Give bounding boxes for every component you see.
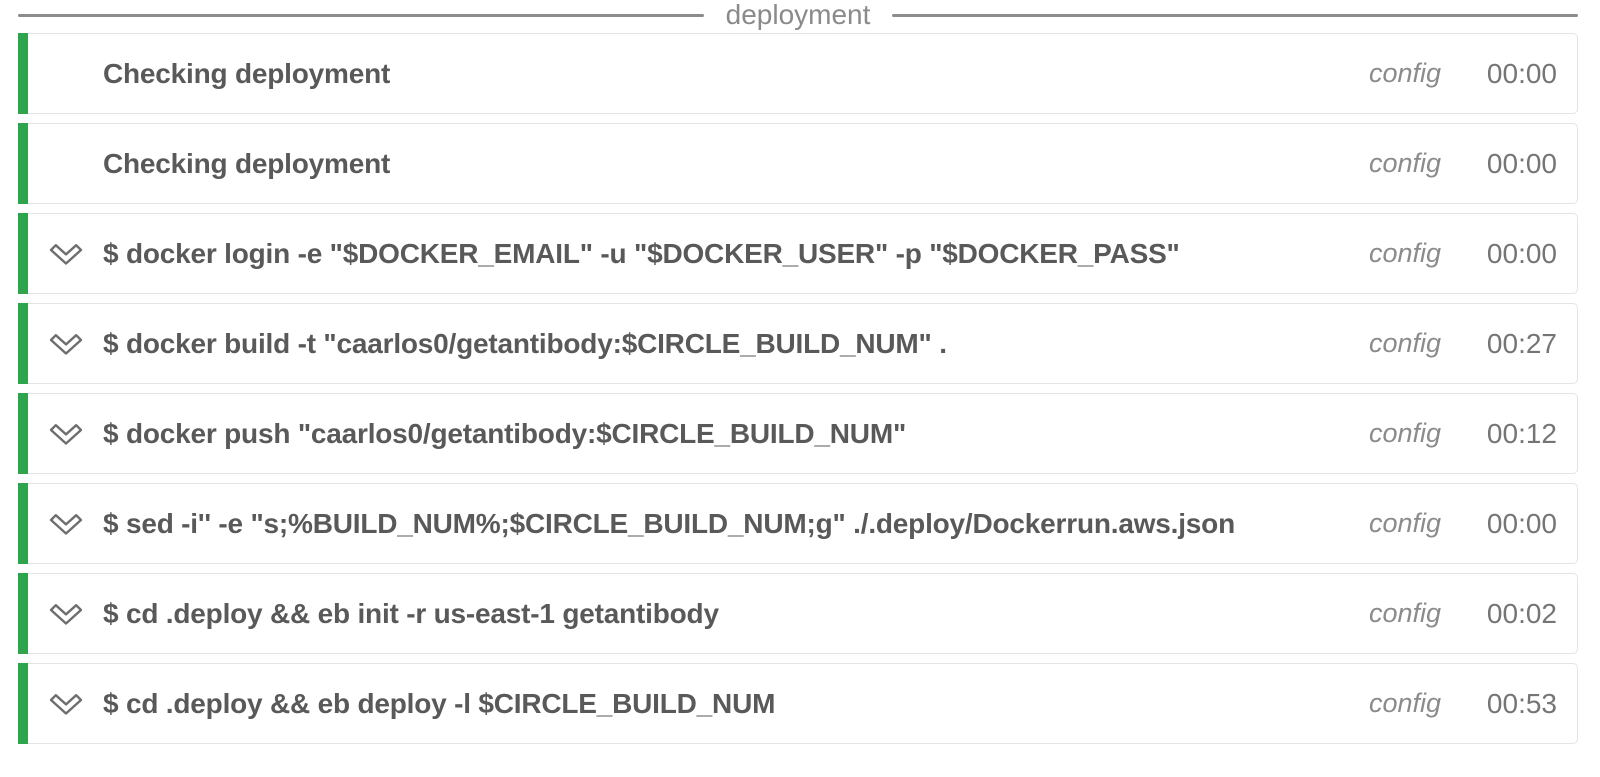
step-source-label: config xyxy=(1368,508,1441,538)
chevron-double-down-icon[interactable] xyxy=(48,240,84,268)
step-command: $ cd .deploy && eb init -r us-east-1 get… xyxy=(103,597,719,629)
step-list: Checking deployment config 00:00 Checkin… xyxy=(18,33,1578,744)
step-card: Checking deployment config 00:00 xyxy=(28,123,1578,204)
step-command: Checking deployment xyxy=(103,147,391,179)
step-row: $ docker build -t "caarlos0/getantibody:… xyxy=(18,303,1578,384)
step-source-label: config xyxy=(1368,238,1441,268)
step-source-label: config xyxy=(1368,328,1441,358)
step-source-label: config xyxy=(1368,58,1441,88)
step-card: Checking deployment config 00:00 xyxy=(28,33,1578,114)
step-command: $ docker login -e "$DOCKER_EMAIL" -u "$D… xyxy=(103,237,1180,269)
header-rule-left xyxy=(18,13,704,17)
step-duration: 00:00 xyxy=(1486,147,1557,179)
step-status-bar xyxy=(18,303,28,384)
step-card[interactable]: $ sed -i'' -e "s;%BUILD_NUM%;$CIRCLE_BUI… xyxy=(28,483,1578,564)
chevron-double-down-icon[interactable] xyxy=(48,330,84,358)
step-card[interactable]: $ cd .deploy && eb deploy -l $CIRCLE_BUI… xyxy=(28,663,1578,744)
step-status-bar xyxy=(18,123,28,204)
step-row: Checking deployment config 00:00 xyxy=(18,123,1578,204)
step-command: Checking deployment xyxy=(103,57,391,89)
step-card[interactable]: $ cd .deploy && eb init -r us-east-1 get… xyxy=(28,573,1578,654)
section-header: deployment xyxy=(18,0,1579,30)
step-source-label: config xyxy=(1368,418,1441,448)
step-command: $ docker build -t "caarlos0/getantibody:… xyxy=(103,327,947,359)
deployment-section: deployment Checking deployment config 00… xyxy=(18,0,1579,744)
step-status-bar xyxy=(18,33,28,114)
step-duration: 00:00 xyxy=(1486,57,1557,89)
step-source-label: config xyxy=(1368,598,1441,628)
step-status-bar xyxy=(18,213,28,294)
step-card[interactable]: $ docker push "caarlos0/getantibody:$CIR… xyxy=(28,393,1578,474)
step-duration: 00:53 xyxy=(1486,687,1557,719)
chevron-double-down-icon[interactable] xyxy=(48,600,84,628)
step-command: $ docker push "caarlos0/getantibody:$CIR… xyxy=(103,417,907,449)
step-command: $ sed -i'' -e "s;%BUILD_NUM%;$CIRCLE_BUI… xyxy=(103,507,1235,539)
step-row: $ cd .deploy && eb deploy -l $CIRCLE_BUI… xyxy=(18,663,1578,744)
step-row: $ docker push "caarlos0/getantibody:$CIR… xyxy=(18,393,1578,474)
step-status-bar xyxy=(18,663,28,744)
step-row: $ sed -i'' -e "s;%BUILD_NUM%;$CIRCLE_BUI… xyxy=(18,483,1578,564)
chevron-double-down-icon[interactable] xyxy=(48,420,84,448)
step-status-bar xyxy=(18,393,28,474)
step-duration: 00:12 xyxy=(1486,417,1557,449)
step-duration: 00:00 xyxy=(1486,237,1557,269)
step-source-label: config xyxy=(1368,688,1441,718)
header-rule-right xyxy=(892,13,1579,17)
step-source-label: config xyxy=(1368,148,1441,178)
step-duration: 00:02 xyxy=(1486,597,1557,629)
chevron-double-down-icon[interactable] xyxy=(48,510,84,538)
step-command: $ cd .deploy && eb deploy -l $CIRCLE_BUI… xyxy=(103,687,776,719)
step-status-bar xyxy=(18,483,28,564)
step-duration: 00:27 xyxy=(1486,327,1557,359)
step-row: $ docker login -e "$DOCKER_EMAIL" -u "$D… xyxy=(18,213,1578,294)
step-status-bar xyxy=(18,573,28,654)
step-row: $ cd .deploy && eb init -r us-east-1 get… xyxy=(18,573,1578,654)
step-card[interactable]: $ docker login -e "$DOCKER_EMAIL" -u "$D… xyxy=(28,213,1578,294)
step-duration: 00:00 xyxy=(1486,507,1557,539)
step-row: Checking deployment config 00:00 xyxy=(18,33,1578,114)
chevron-double-down-icon[interactable] xyxy=(48,690,84,718)
section-title: deployment xyxy=(725,0,871,30)
step-card[interactable]: $ docker build -t "caarlos0/getantibody:… xyxy=(28,303,1578,384)
